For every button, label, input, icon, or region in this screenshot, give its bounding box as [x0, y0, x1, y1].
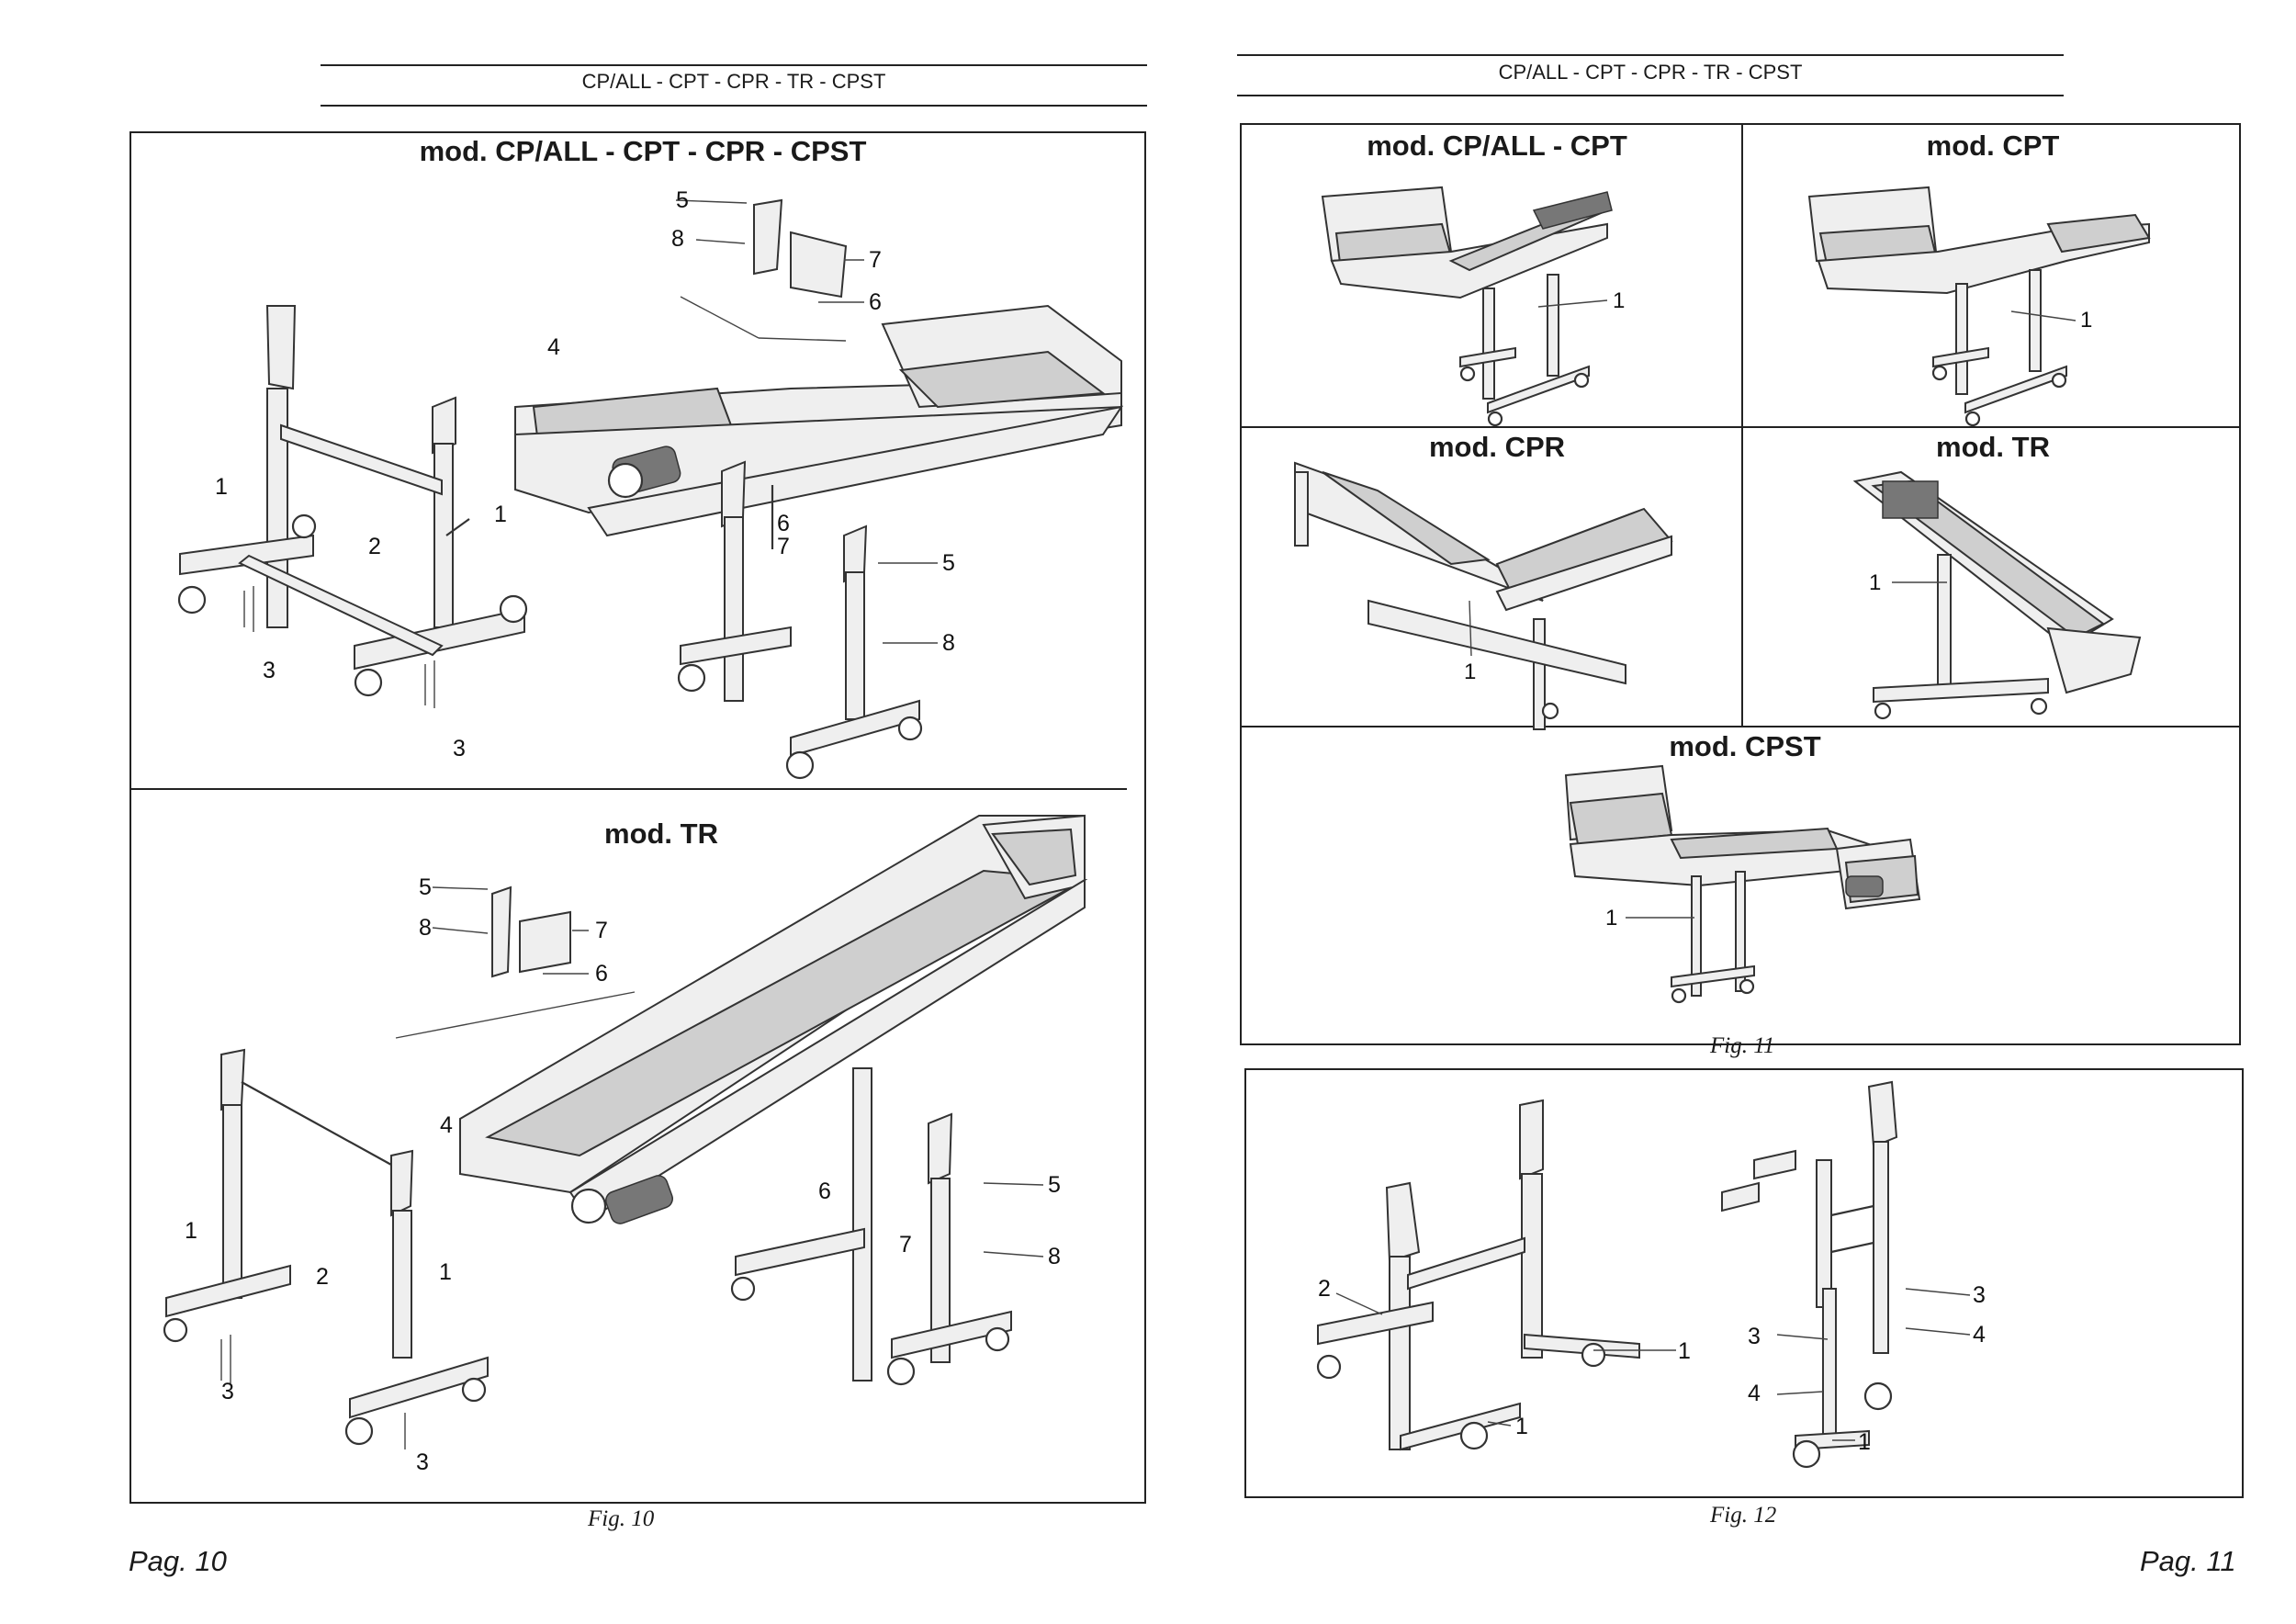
- callout-7-mid: 7: [777, 534, 790, 559]
- callout-4-tr: 4: [440, 1112, 453, 1138]
- fig11-hdivider-1: [1242, 426, 2239, 428]
- fig10-bottom-illustration: 5 8 7 6 4 1 1 2 3 3: [163, 814, 1088, 1475]
- callout-1-tr-right: 1: [439, 1259, 452, 1285]
- callout-3-tr-left: 3: [221, 1379, 234, 1404]
- callout-1-left: 1: [215, 474, 228, 500]
- callout-3-right: 3: [453, 736, 466, 761]
- thumb-cpt: [1807, 186, 2151, 427]
- callout-2-tr: 2: [316, 1264, 329, 1290]
- thumb-cpr: [1294, 461, 1673, 730]
- callout-2: 2: [368, 534, 381, 559]
- callout-7-top: 7: [869, 247, 882, 273]
- fig11-title-cpall-cpt: mod. CP/ALL - CPT: [1367, 130, 1627, 162]
- fig11-title-tr: mod. TR: [1936, 431, 2050, 463]
- callout-8-tr-top: 8: [419, 915, 432, 941]
- callout-6-tr: 6: [818, 1179, 831, 1204]
- fig11-callout-1-a: 1: [1613, 288, 1625, 313]
- callout-3-tr-right: 3: [416, 1449, 429, 1475]
- callout-8-top: 8: [671, 226, 684, 252]
- fig11-callout-1-b: 1: [2080, 308, 2092, 333]
- bracket-top: [675, 198, 864, 342]
- fig12-callout-3-right: 3: [1973, 1282, 1986, 1308]
- fig11-vdivider: [1741, 125, 1743, 727]
- fig12-callout-2: 2: [1318, 1276, 1331, 1302]
- left-header-rule-top: [321, 64, 1147, 66]
- callout-1-tr-left: 1: [185, 1218, 197, 1244]
- fig10-caption: Fig. 10: [588, 1506, 655, 1531]
- bracket-tr: [395, 885, 636, 1039]
- conveyor-body: [514, 304, 1124, 537]
- fig12-exploded-leg: [1721, 1080, 1971, 1469]
- callout-8-tr: 8: [1048, 1244, 1061, 1269]
- fig12-illustration: 1 1 2 3 3 4 4 1: [1316, 1080, 1986, 1469]
- fig12-callout-4-right: 4: [1973, 1322, 1986, 1348]
- callout-6-mid: 6: [777, 511, 790, 536]
- fig12-callout-1-a: 1: [1678, 1338, 1691, 1364]
- fig10-top-title: mod. CP/ALL - CPT - CPR - CPST: [419, 135, 867, 167]
- callout-3-left: 3: [263, 658, 276, 683]
- tr-stand-right: [730, 1067, 1044, 1386]
- fig11-callout-1-e: 1: [1605, 906, 1617, 930]
- callout-7-tr: 7: [899, 1232, 912, 1257]
- fig11-title-cpr: mod. CPR: [1428, 431, 1566, 463]
- callout-6-top: 6: [869, 289, 882, 315]
- fig11-callout-1-d: 1: [1869, 570, 1881, 595]
- fig11-title-cpt: mod. CPT: [1926, 130, 2060, 162]
- fig12-callout-1-b: 1: [1515, 1414, 1528, 1439]
- callout-5-tr-top: 5: [419, 874, 432, 900]
- callout-8-mid: 8: [942, 630, 955, 656]
- left-page-header: CP/ALL - CPT - CPR - TR - CPST: [581, 70, 886, 93]
- fig11-caption: Fig. 11: [1710, 1033, 1775, 1058]
- fig11-illustrations: 1 1 1 1: [1294, 186, 2151, 1004]
- right-page-number: Pag. 11: [2140, 1545, 2236, 1577]
- stand-frame-right: [677, 460, 938, 780]
- fig12-stand: [1316, 1099, 1676, 1451]
- fig11-title-cpst: mod. CPST: [1669, 730, 1821, 762]
- fig12-callout-3-left: 3: [1748, 1324, 1761, 1349]
- right-header-rule-bottom: [1237, 95, 2064, 96]
- fig10-bottom-title: mod. TR: [604, 818, 718, 850]
- fig11-callout-1-c: 1: [1464, 660, 1476, 684]
- callout-7-tr-top: 7: [595, 918, 608, 943]
- callout-5-mid: 5: [942, 550, 955, 576]
- right-page-header: CP/ALL - CPT - CPR - TR - CPST: [1498, 61, 1803, 84]
- tr-stand-left: [163, 1048, 489, 1449]
- callout-5-tr: 5: [1048, 1172, 1061, 1198]
- callout-1-right: 1: [494, 502, 507, 527]
- left-header-rule-bottom: [321, 105, 1147, 107]
- callout-5-top: 5: [676, 187, 689, 213]
- thumb-cpst: [1564, 764, 1921, 1004]
- fig11-hdivider-2: [1242, 726, 2239, 727]
- stand-frame: [177, 305, 528, 708]
- fig12-callout-1-c: 1: [1858, 1429, 1871, 1455]
- fig10-top-illustration: 1 1 2 3 3 4 5 8 7 6: [177, 187, 1124, 780]
- fig12-caption: Fig. 12: [1710, 1503, 1777, 1528]
- tr-conveyor: [459, 814, 1088, 1224]
- fig10-divider: [131, 788, 1127, 790]
- thumb-tr: [1852, 470, 2142, 720]
- callout-4: 4: [547, 334, 560, 360]
- right-header-rule-top: [1237, 54, 2064, 56]
- thumb-cpall-cpt: [1321, 186, 1613, 427]
- left-page-number: Pag. 10: [129, 1545, 227, 1577]
- fig12-callout-4-left: 4: [1748, 1381, 1761, 1406]
- callout-6-tr-top: 6: [595, 961, 608, 987]
